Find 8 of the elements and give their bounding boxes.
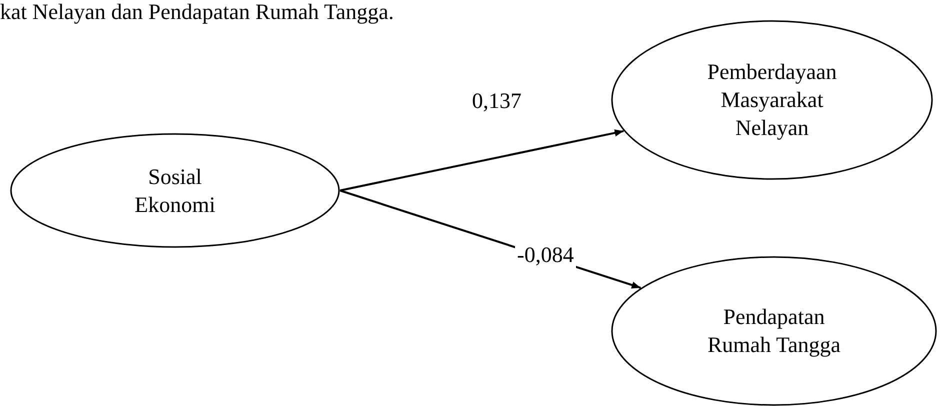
ellipse-node (611, 256, 937, 406)
node-label: Sosial Ekonomi (134, 162, 216, 218)
arrow (340, 129, 624, 192)
node-label: Pendapatan Rumah Tangga (706, 303, 842, 359)
caption-text: kat Nelayan dan Pendapatan Rumah Tangga. (0, 0, 394, 24)
ellipse-node (10, 133, 340, 248)
node-label: Pemberdayaan Masyarakat Nelayan (706, 58, 838, 142)
ellipse-node (611, 20, 933, 180)
